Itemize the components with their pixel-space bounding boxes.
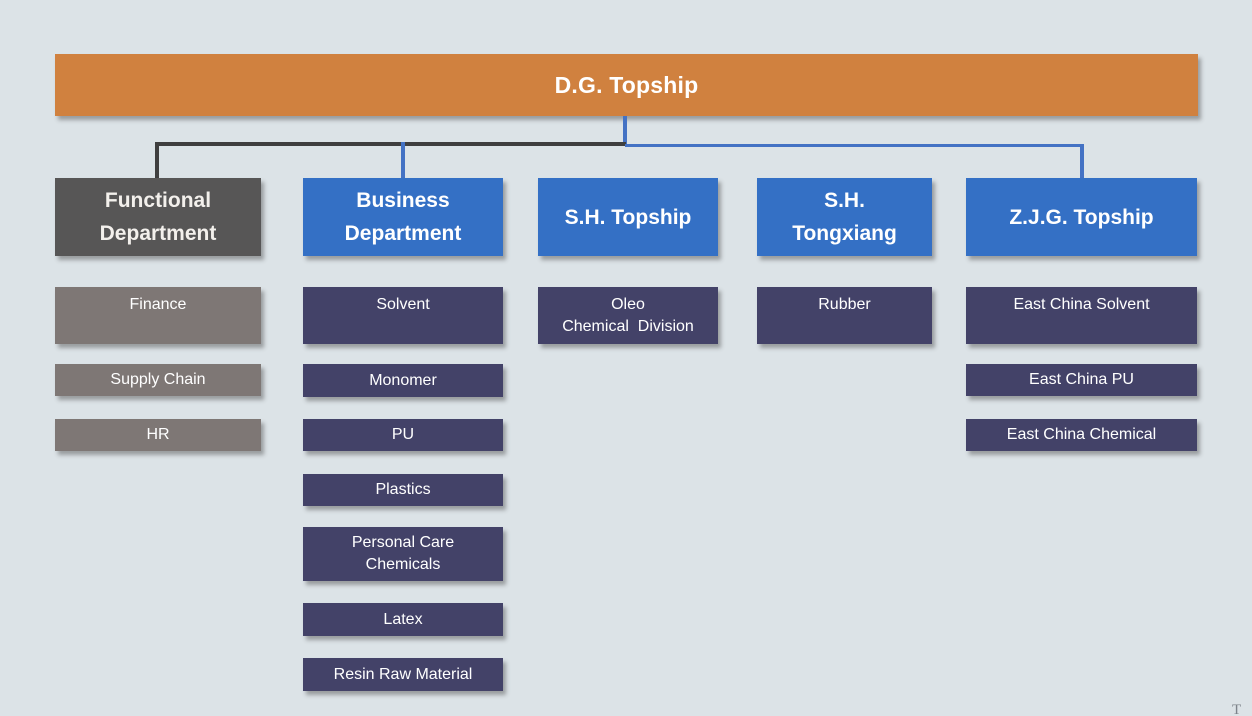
org-node-oleo-chemical-division: Oleo Chemical Division xyxy=(538,287,718,344)
org-node-resin-raw-material: Resin Raw Material xyxy=(303,658,503,691)
connector-root-stem xyxy=(623,116,627,144)
org-node-latex: Latex xyxy=(303,603,503,636)
org-node-supply-chain: Supply Chain xyxy=(55,364,261,396)
org-node-zjg-topship: Z.J.G. Topship xyxy=(966,178,1197,256)
org-node-business-department: Business Department xyxy=(303,178,503,256)
org-node-hr: HR xyxy=(55,419,261,451)
connector-horizontal-blue xyxy=(625,144,1084,147)
org-node-pu: PU xyxy=(303,419,503,451)
connector-horizontal-gray xyxy=(155,142,626,146)
org-node-personal-care-chemicals: Personal Care Chemicals xyxy=(303,527,503,581)
connector-stem-business xyxy=(401,142,405,178)
org-node-east-china-solvent: East China Solvent xyxy=(966,287,1197,344)
org-node-functional-department: Functional Department xyxy=(55,178,261,256)
org-node-solvent: Solvent xyxy=(303,287,503,344)
org-node-monomer: Monomer xyxy=(303,364,503,397)
org-node-sh-tongxiang: S.H. Tongxiang xyxy=(757,178,932,256)
org-node-east-china-pu: East China PU xyxy=(966,364,1197,396)
org-node-sh-topship: S.H. Topship xyxy=(538,178,718,256)
org-node-rubber: Rubber xyxy=(757,287,932,344)
org-node-dg-topship: D.G. Topship xyxy=(55,54,1198,116)
connector-stem-functional xyxy=(155,142,159,178)
clipped-corner-text: T xyxy=(1232,702,1242,716)
connector-stem-zjg xyxy=(1080,144,1084,178)
org-node-plastics: Plastics xyxy=(303,474,503,506)
org-node-east-china-chemical: East China Chemical xyxy=(966,419,1197,451)
org-node-finance: Finance xyxy=(55,287,261,344)
